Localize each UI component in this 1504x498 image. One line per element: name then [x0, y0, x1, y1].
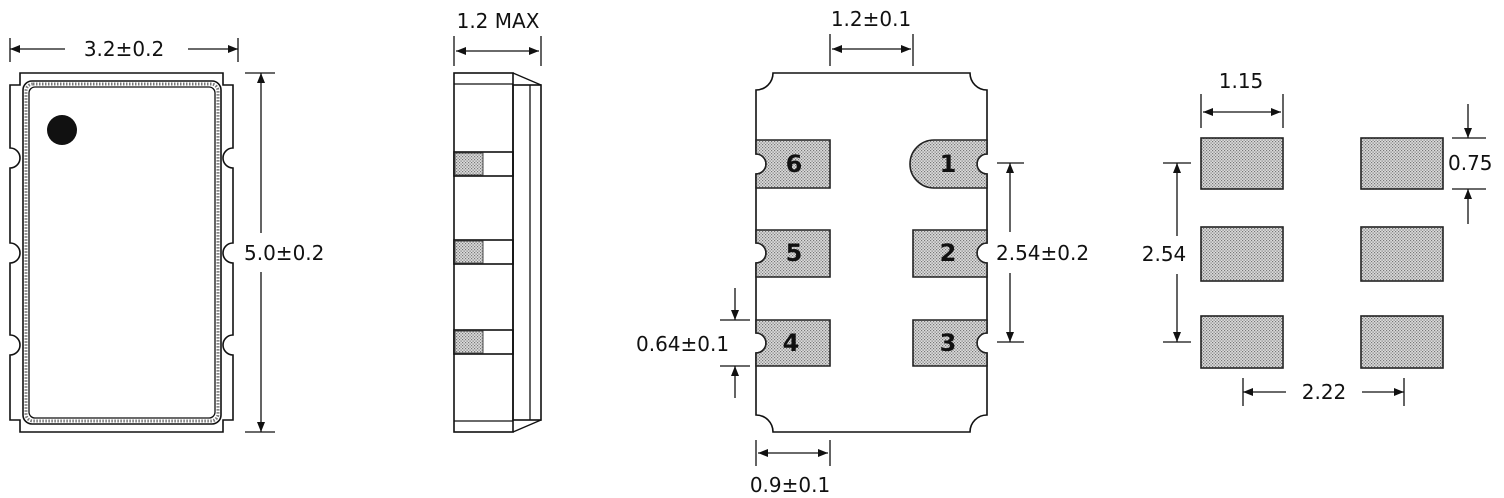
- pad-1: [909, 139, 988, 189]
- pin-label-1: 1: [940, 150, 957, 178]
- land-pad-height-label: 0.75: [1448, 151, 1493, 175]
- top-view-lid-inner: [28, 86, 216, 419]
- top-view-lid-outer: [22, 80, 222, 425]
- pin-label-2: 2: [940, 239, 957, 267]
- land-pad-right-bottom: [1360, 315, 1444, 369]
- side-pad-bottom-fill: [454, 330, 484, 354]
- side-pad-mid: [453, 239, 514, 265]
- land-pad-left-top: [1200, 137, 1284, 190]
- pin1-marker-dot: [47, 115, 77, 145]
- top-view-outline: [9, 72, 234, 433]
- bottom-pad-width-label: 1.2±0.1: [831, 7, 911, 31]
- pin-label-3: 3: [940, 329, 957, 357]
- side-view: 1.2 MAX: [453, 9, 542, 433]
- side-pad-bottom: [453, 329, 514, 355]
- bottom-pitch-label: 2.54±0.2: [996, 241, 1089, 265]
- side-pad-mid-fill: [454, 240, 484, 264]
- pad-5: [755, 229, 831, 278]
- side-pad-top: [453, 151, 514, 177]
- pin-label-4: 4: [783, 329, 800, 357]
- bottom-pad-height-label: 0.64±0.1: [636, 332, 729, 356]
- top-width-label: 3.2±0.2: [84, 37, 164, 61]
- pad-4: [755, 319, 831, 367]
- pad-6: [755, 139, 831, 189]
- pin-label-6: 6: [786, 150, 803, 178]
- top-height-label: 5.0±0.2: [244, 241, 324, 265]
- land-pad-right-top: [1360, 137, 1444, 190]
- land-pattern: 1.15 0.75 2.54 2.22: [1142, 69, 1493, 406]
- land-pitch-label: 2.54: [1142, 242, 1187, 266]
- land-pad-right-mid: [1360, 226, 1444, 282]
- bottom-pad-edge-label: 0.9±0.1: [750, 473, 830, 497]
- top-view: 3.2±0.2 5.0±0.2: [9, 37, 324, 433]
- side-view-lid: [512, 84, 542, 421]
- land-pad-width-label: 1.15: [1219, 69, 1264, 93]
- land-pad-left-bottom: [1200, 315, 1284, 369]
- land-spacing-label: 2.22: [1302, 380, 1347, 404]
- side-pad-top-fill: [454, 152, 484, 176]
- pin-label-5: 5: [786, 239, 803, 267]
- land-pad-left-mid: [1200, 226, 1284, 282]
- bottom-view: 6 5 4 1 2 3 1.2±0.1 2.54±0.2 0.64±0.1 0.…: [636, 7, 1089, 497]
- pad-2: [912, 229, 988, 278]
- top-view-lid-seal: [24, 82, 220, 423]
- side-thickness-label: 1.2 MAX: [457, 9, 540, 33]
- pad-3: [912, 319, 988, 367]
